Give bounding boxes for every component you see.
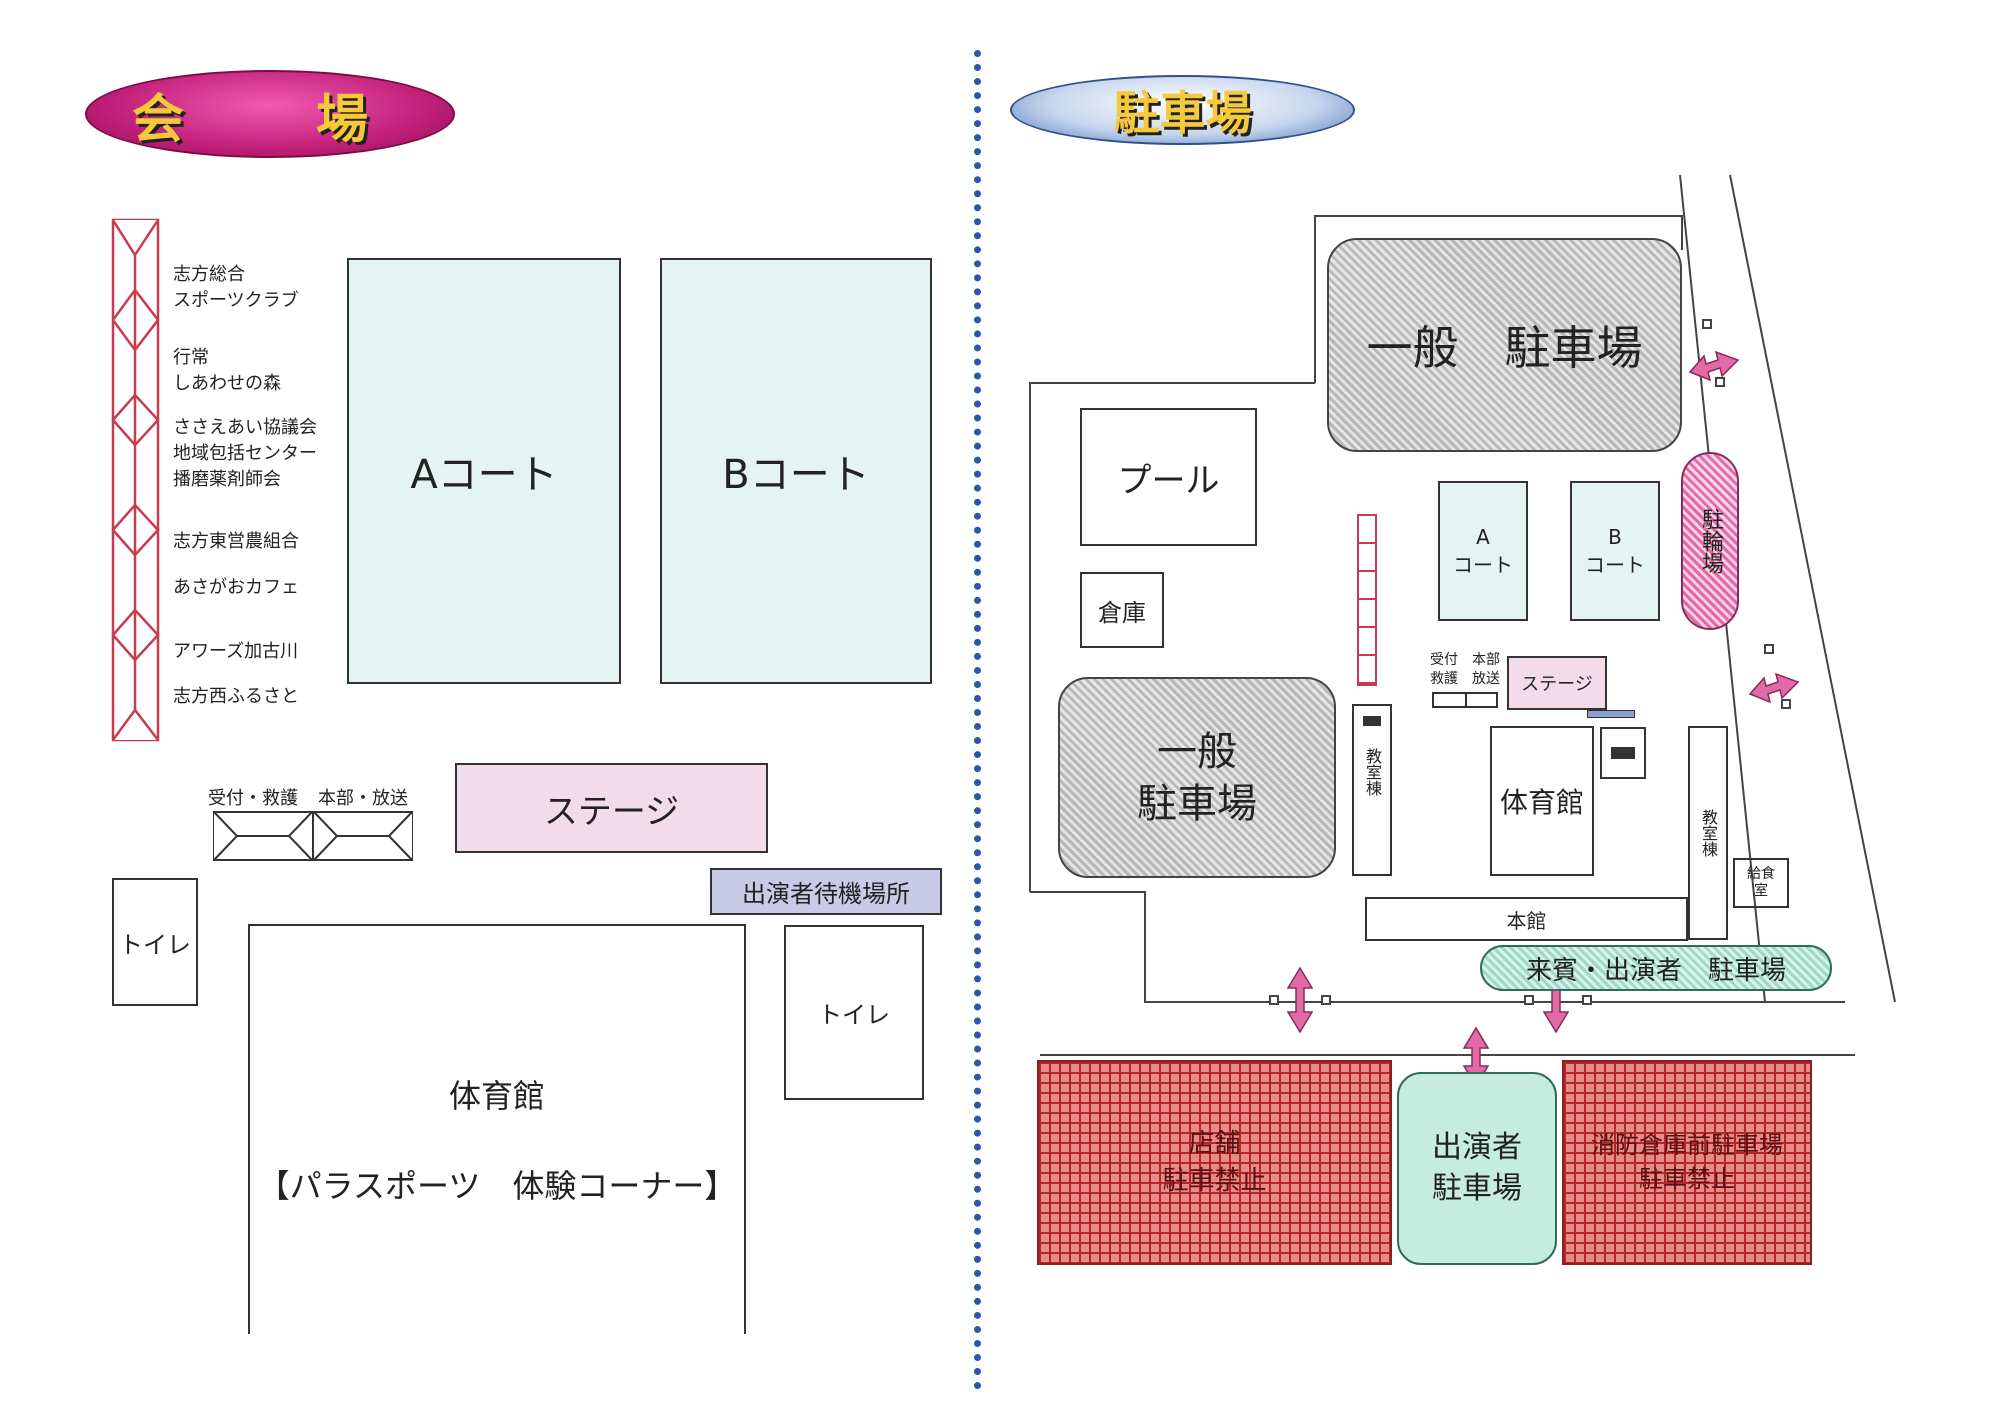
parking-title: 駐車場 <box>1113 86 1252 140</box>
court-a-label: Aコート <box>410 452 558 498</box>
bicycle-lot-label: 駐輪場 <box>1698 508 1723 574</box>
stage-mini: ステージ <box>1507 656 1607 710</box>
general-lot-top: 一般 駐車場 <box>1327 238 1682 452</box>
booth-item: あさがおカフェ <box>173 577 299 598</box>
stage-label: ステージ <box>543 791 680 832</box>
court-a-mini-label: A コート <box>1453 525 1513 577</box>
gym-mini-label: 体育館 <box>1499 786 1584 819</box>
waiting-area: 出演者待機場所 <box>710 868 942 915</box>
booth-item: 志方総合 スポーツクラブ <box>173 264 299 312</box>
parking-title-badge: 駐車場 <box>1010 75 1355 145</box>
kitchen-label: 給食 室 <box>1747 866 1775 899</box>
section-divider <box>974 50 981 1390</box>
booth-item: ささえあい協議会 地域包括センター 播磨薬剤師会 <box>173 417 317 491</box>
kitchen: 給食 室 <box>1733 858 1789 908</box>
venue-title-badge: 会 場 <box>85 70 455 158</box>
stage: ステージ <box>455 763 768 853</box>
toilet-left-label: トイレ <box>119 930 191 959</box>
hatch-icon <box>1363 716 1381 726</box>
performer-lot-label: 出演者 駐車場 <box>1432 1130 1522 1206</box>
general-lot-left-label: 一般 駐車場 <box>1137 728 1257 827</box>
no-parking-shop: 店舗 駐車禁止 <box>1037 1060 1392 1265</box>
gym: 体育館 【パラスポーツ 体験コーナー】 <box>248 924 746 1334</box>
reception-labels-mini: 受付 本部 救護 放送 <box>1430 652 1500 687</box>
stage-mini-label: ステージ <box>1521 674 1593 695</box>
pool: プール <box>1080 408 1257 546</box>
no-parking-shop-label: 店舗 駐車禁止 <box>1162 1129 1267 1196</box>
general-lot-top-label: 一般 駐車場 <box>1366 321 1643 375</box>
general-lot-left: 一般 駐車場 <box>1058 677 1336 878</box>
storage-label: 倉庫 <box>1098 598 1146 627</box>
gym-annex <box>1600 727 1646 779</box>
gym-label: 体育館 <box>448 1077 545 1115</box>
main-building: 本館 <box>1365 897 1688 941</box>
court-b-mini: B コート <box>1570 481 1660 621</box>
reception-label: 受付・救護 <box>208 788 298 809</box>
classroom-left: 教室棟 <box>1352 704 1392 876</box>
booth-item: 行常 しあわせの森 <box>173 347 281 395</box>
booth-item: アワーズ加古川 <box>173 641 299 662</box>
hq-label: 本部・放送 <box>318 788 408 809</box>
court-b: Bコート <box>660 258 932 684</box>
main-building-label: 本館 <box>1506 908 1547 933</box>
guest-lot: 来賓・出演者 駐車場 <box>1480 945 1832 991</box>
performer-lot: 出演者 駐車場 <box>1397 1072 1557 1265</box>
reception-tents-mini <box>1432 692 1498 708</box>
gym-sublabel: 【パラスポーツ 体験コーナー】 <box>257 1167 737 1205</box>
toilet-left: トイレ <box>112 878 198 1006</box>
no-parking-fire-label: 消防倉庫前駐車場 駐車禁止 <box>1591 1130 1783 1193</box>
storage: 倉庫 <box>1080 572 1164 648</box>
bicycle-lot: 駐輪場 <box>1681 452 1739 630</box>
waiting-area-label: 出演者待機場所 <box>742 880 910 908</box>
toilet-right-label: トイレ <box>818 1001 890 1029</box>
booth-item: 志方西ふるさと <box>173 686 299 707</box>
classroom-right-label: 教室棟 <box>1699 809 1718 857</box>
court-a-mini: A コート <box>1438 481 1528 621</box>
hatch-icon <box>1611 747 1635 759</box>
booth-list: 志方総合 スポーツクラブ 行常 しあわせの森 ささえあい協議会 地域包括センター… <box>173 262 373 710</box>
court-b-mini-label: B コート <box>1585 525 1645 577</box>
guest-lot-label: 来賓・出演者 駐車場 <box>1525 955 1786 986</box>
court-a: Aコート <box>347 258 621 684</box>
booth-strip-mini <box>1357 514 1377 686</box>
classroom-left-label: 教室棟 <box>1363 748 1382 796</box>
waiting-area-mini <box>1587 710 1635 718</box>
court-b-label: Bコート <box>722 452 870 498</box>
toilet-right: トイレ <box>784 925 924 1100</box>
classroom-right: 教室棟 <box>1688 726 1728 940</box>
no-parking-fire: 消防倉庫前駐車場 駐車禁止 <box>1562 1060 1812 1265</box>
gym-mini: 体育館 <box>1490 726 1594 876</box>
pool-label: プール <box>1117 460 1220 501</box>
venue-title: 会 場 <box>131 89 408 150</box>
booth-item: 志方東営農組合 <box>173 531 299 552</box>
